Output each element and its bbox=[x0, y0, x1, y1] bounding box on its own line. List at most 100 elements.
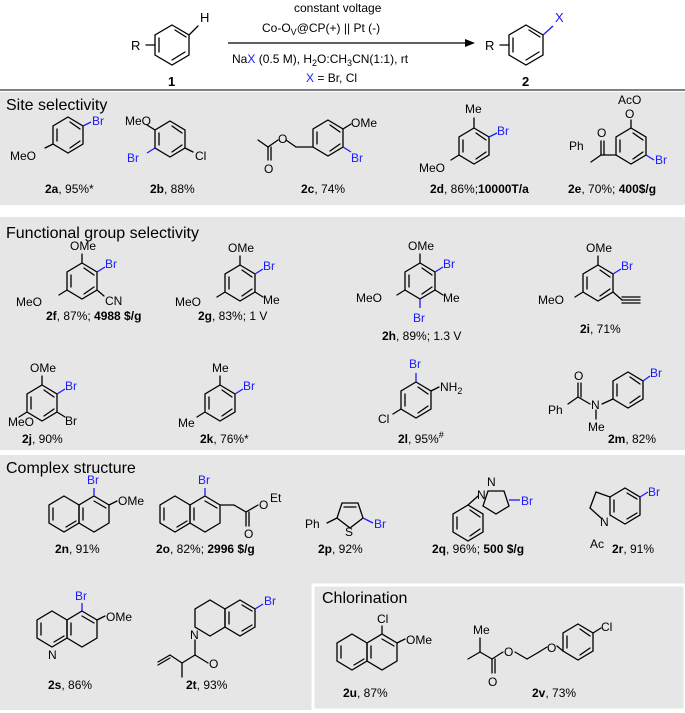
compound-2f bbox=[58, 253, 106, 300]
label-2p-br: Br bbox=[374, 517, 386, 531]
section-title-site: Site selectivity bbox=[6, 97, 107, 114]
compound-2a bbox=[44, 116, 92, 154]
label-2m-o: O bbox=[574, 369, 583, 383]
caption-2q: 2q, 96%; 500 $/g bbox=[432, 542, 524, 556]
compound-2m bbox=[567, 371, 651, 420]
label-2v-me: Me bbox=[473, 623, 490, 637]
caption-2e: 2e, 70%; 400$/g bbox=[568, 182, 656, 196]
compound-2g bbox=[216, 255, 264, 302]
label-2v-cl: Cl bbox=[601, 620, 612, 634]
label-2k-me2: Me bbox=[178, 416, 195, 430]
caption-2u: 2u, 87% bbox=[343, 686, 388, 700]
label-2i-br: Br bbox=[621, 259, 633, 273]
label-2h-me: Me bbox=[443, 291, 460, 305]
reaction-header: H R 1 constant voltage Co-OV@CP(+) || Pt… bbox=[131, 1, 564, 89]
label-2e-o: O bbox=[625, 107, 634, 121]
label-2m-n: N bbox=[591, 398, 600, 412]
caption-2v: 2v, 73% bbox=[532, 686, 576, 700]
compound-2u bbox=[336, 625, 406, 671]
caption-2f: 2f, 87%; 4988 $/g bbox=[46, 309, 141, 323]
label-2s-br: Br bbox=[75, 589, 87, 603]
label-2l-nh2: NH2 bbox=[440, 380, 462, 396]
label-2j-meo: MeO bbox=[8, 415, 34, 429]
product-x-label: X bbox=[555, 10, 564, 25]
caption-2s: 2s, 86% bbox=[48, 678, 92, 692]
caption-2i: 2i, 71% bbox=[580, 322, 621, 336]
label-2v-o2: O bbox=[488, 675, 497, 689]
label-2a-meo: MeO bbox=[10, 149, 36, 163]
caption-2b: 2b, 88% bbox=[150, 182, 195, 196]
label-2t-n: N bbox=[190, 628, 199, 642]
label-2j-br: Br bbox=[65, 379, 77, 393]
compound-2i bbox=[574, 255, 641, 304]
label-2c-ome: OMe bbox=[351, 116, 377, 130]
product-benzene bbox=[499, 24, 554, 66]
label-2o-o: O bbox=[244, 527, 253, 541]
reactant-h-label: H bbox=[200, 10, 209, 25]
label-2r-br: Br bbox=[648, 485, 660, 499]
compound-2n bbox=[48, 488, 118, 533]
compound-2p bbox=[326, 502, 374, 529]
label-2b-meo: MeO bbox=[125, 114, 151, 128]
label-2g-meo: MeO bbox=[175, 295, 201, 309]
label-2g-br: Br bbox=[263, 259, 275, 273]
caption-2l: 2l, 95%# bbox=[398, 430, 444, 446]
compound-2q bbox=[452, 490, 520, 542]
caption-2c: 2c, 74% bbox=[301, 182, 345, 196]
compound-2h bbox=[396, 253, 444, 308]
label-2m-me: Me bbox=[588, 420, 605, 434]
label-2c-br: Br bbox=[351, 151, 363, 165]
label-2l-cl: Cl bbox=[378, 412, 389, 426]
compound-2t bbox=[157, 599, 264, 678]
condition-4: X = Br, Cl bbox=[306, 71, 357, 85]
label-2n-br: Br bbox=[87, 473, 99, 487]
caption-2d: 2d, 86%;10000T/a bbox=[430, 182, 529, 196]
label-2f-br: Br bbox=[105, 257, 117, 271]
condition-1: constant voltage bbox=[294, 1, 382, 15]
arrow-head bbox=[465, 39, 475, 47]
compound-2v bbox=[467, 623, 602, 674]
compound-2k bbox=[196, 375, 244, 422]
compound-2s bbox=[36, 603, 106, 648]
label-2o-et: Et bbox=[270, 491, 282, 505]
label-2q-n2: N bbox=[477, 488, 486, 502]
label-2f-cn: CN bbox=[105, 294, 122, 308]
compound-2b bbox=[146, 120, 194, 158]
label-2v-o: O bbox=[504, 645, 513, 659]
label-2d-me: Me bbox=[465, 102, 482, 116]
label-2u-ome: OMe bbox=[406, 633, 432, 647]
label-2v-o3: O bbox=[547, 641, 556, 655]
label-2o-o2: O bbox=[259, 498, 268, 512]
section-title-chlorination: Chlorination bbox=[322, 590, 407, 607]
caption-2g: 2g, 83%; 1 V bbox=[198, 309, 267, 323]
label-2e-aco: AcO bbox=[618, 93, 641, 107]
label-2p-ph: Ph bbox=[305, 517, 320, 531]
label-2p-s: S bbox=[345, 525, 353, 539]
label-2j-br2: Br bbox=[65, 414, 77, 428]
caption-2h: 2h, 89%; 1.3 V bbox=[382, 329, 461, 343]
label-2t-o: O bbox=[209, 657, 218, 671]
compound-2o bbox=[159, 488, 259, 533]
functional-group-panel bbox=[0, 217, 685, 450]
compound-2j bbox=[18, 375, 66, 422]
label-2j-ome: OMe bbox=[30, 361, 56, 375]
label-2n-ome: OMe bbox=[118, 494, 144, 508]
label-2m-br: Br bbox=[650, 366, 662, 380]
reactant-benzene bbox=[145, 24, 199, 66]
label-2b-cl: Cl bbox=[195, 149, 206, 163]
label-2t-br: Br bbox=[264, 594, 276, 608]
caption-2m: 2m, 82% bbox=[608, 432, 656, 446]
caption-2a: 2a, 95%* bbox=[45, 182, 94, 196]
compound-2e bbox=[590, 119, 655, 165]
label-2a-br: Br bbox=[92, 114, 104, 128]
label-2g-ome: OMe bbox=[228, 241, 254, 255]
section-title-functional: Functional group selectivity bbox=[6, 225, 199, 242]
label-2b-br: Br bbox=[127, 151, 139, 165]
label-2h-ome: OMe bbox=[408, 239, 434, 253]
caption-2t: 2t, 93% bbox=[186, 678, 228, 692]
caption-2r: 2r, 91% bbox=[612, 542, 654, 556]
caption-2k: 2k, 76%* bbox=[200, 432, 249, 446]
reactant-r-label: R bbox=[131, 38, 140, 53]
product-number: 2 bbox=[522, 74, 529, 89]
compound-2d bbox=[450, 117, 498, 165]
